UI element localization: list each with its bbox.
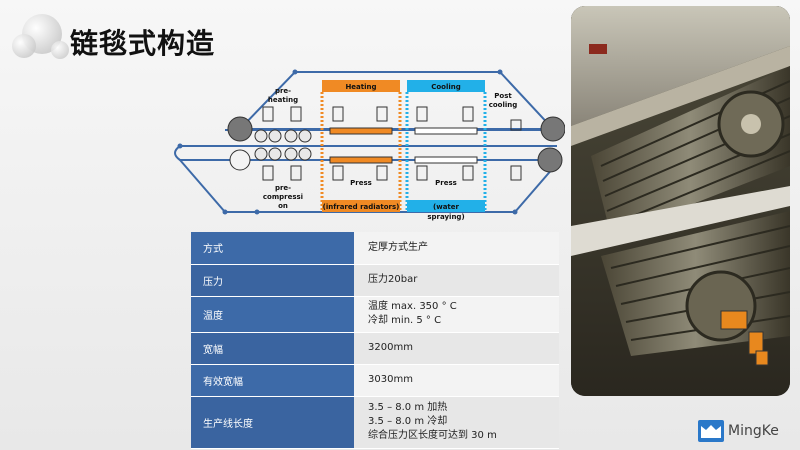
page-title: 链毯式构造 (70, 27, 216, 60)
spec-key: 生产线长度 (191, 396, 354, 449)
drum-bottom-left (229, 149, 251, 171)
spec-key: 压力 (191, 264, 354, 297)
logo-text: MingKe (728, 423, 779, 439)
table-row: 有效宽幅 3030mm (191, 364, 559, 397)
heating-label: Heating (345, 83, 376, 91)
postcooling-label-2: cooling (489, 101, 518, 109)
machine-photo (571, 6, 790, 396)
precompression-label-3: on (278, 202, 288, 210)
spec-value: 压力20bar (354, 264, 559, 297)
double-belt-press-diagram: Heating Cooling pre- heating pre- compre… (174, 69, 565, 221)
cooling-label: Cooling (431, 83, 461, 91)
precompression-label-1: pre- (275, 184, 291, 192)
cooling-note-2: spraying) (427, 213, 464, 221)
spec-value: 定厚方式生产 (354, 232, 559, 265)
preheating-label-1: pre- (275, 87, 291, 95)
decorative-bubbles (12, 14, 69, 59)
drum-top-left (227, 116, 253, 142)
preheating-label-2: heating (268, 96, 298, 104)
precompression-label-2: compressi (263, 193, 303, 201)
mingke-logo: MingKe (698, 418, 798, 444)
spec-key: 宽幅 (191, 332, 354, 365)
postcooling-label-1: Post (494, 92, 512, 100)
cooling-note-1: (water (433, 203, 459, 211)
press-label-heating: Press (350, 179, 372, 187)
heating-note: (infrared radiators) (323, 203, 400, 211)
drum-bottom-right (537, 147, 563, 173)
table-row: 方式 定厚方式生产 (191, 232, 559, 265)
spec-key: 有效宽幅 (191, 364, 354, 397)
press-label-cooling: Press (435, 179, 457, 187)
mingke-logo-icon (698, 420, 724, 442)
table-row: 压力 压力20bar (191, 264, 559, 297)
spec-value: 3200mm (354, 332, 559, 365)
spec-key: 温度 (191, 296, 354, 333)
spec-key: 方式 (191, 232, 354, 265)
table-row: 宽幅 3200mm (191, 332, 559, 365)
drum-top-right (540, 116, 565, 142)
spec-value: 3030mm (354, 364, 559, 397)
